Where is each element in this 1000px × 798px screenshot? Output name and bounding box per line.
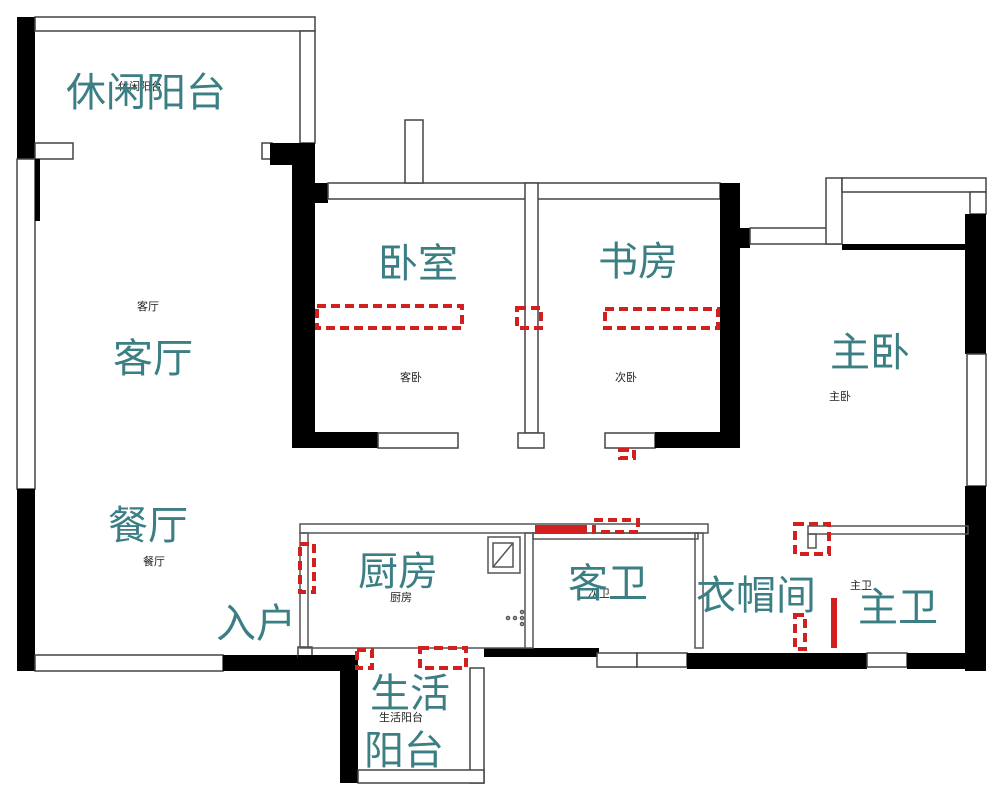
fixture-dot: [519, 621, 525, 627]
room-label-small: 次卫: [588, 586, 610, 600]
wall-segment: [292, 165, 315, 448]
room-label-small: 客厅: [137, 299, 159, 313]
balcony-railing: [34, 142, 74, 160]
room-label-study: 书房: [598, 239, 678, 285]
demolition-mark: [298, 542, 316, 594]
wall-segment: [315, 183, 328, 203]
demolition-mark: [603, 307, 720, 330]
wall-segment: [965, 214, 986, 354]
demolition-mark: [355, 648, 374, 670]
interior-wall: [807, 533, 817, 549]
wall-segment: [17, 17, 35, 159]
interior-wall: [524, 532, 534, 649]
room-label-cloakroom: 衣帽间: [696, 573, 816, 619]
window: [596, 652, 638, 668]
demolition-mark: [515, 306, 543, 330]
wall-segment: [740, 228, 750, 248]
interior-walls: [299, 523, 969, 649]
partition-wall: [517, 432, 545, 449]
room-label-entrance: 入户: [216, 601, 296, 647]
room-label-small: 餐厅: [143, 554, 165, 568]
wall-segment: [687, 653, 867, 669]
wall-segment: [315, 432, 378, 448]
room-label-guest-bathroom: 客卫: [568, 561, 648, 607]
window: [34, 654, 224, 672]
interior-wall: [299, 523, 709, 534]
wall-segment: [484, 648, 599, 657]
new-wall-mark: [535, 525, 587, 534]
wall-segment: [655, 432, 740, 448]
room-labels: 休闲阳台 客厅 餐厅 卧室 书房 主卧 厨房 客卫 衣帽间 主卫 入户 生活 阳…: [66, 70, 938, 774]
balcony-railing: [34, 16, 316, 32]
balcony-railing: [825, 177, 843, 245]
room-label-small: 厨房: [390, 591, 412, 604]
walls: [16, 16, 987, 784]
sink: [487, 536, 521, 574]
balcony-railing: [841, 177, 987, 193]
new-wall-mark: [831, 598, 837, 648]
door-leaf: [604, 432, 656, 449]
room-label-small: 主卫: [850, 579, 872, 592]
room-label-dining-room: 餐厅: [108, 503, 188, 549]
door-leaf: [377, 432, 459, 449]
interior-wall: [694, 532, 704, 649]
fixture-dot: [505, 615, 511, 621]
vent: [404, 119, 424, 184]
demolition-mark: [315, 304, 464, 330]
demolition-marks: [298, 304, 837, 670]
balcony-railing: [469, 667, 485, 784]
room-label-bedroom: 卧室: [378, 241, 458, 287]
wall-segment: [907, 653, 986, 669]
interior-wall: [807, 525, 969, 535]
fixture-dot: [512, 615, 518, 621]
room-label-master-bathroom: 主卫: [858, 585, 938, 631]
fixture-dot: [519, 615, 525, 621]
demolition-mark: [418, 646, 468, 670]
window: [866, 652, 908, 668]
wall-segment: [223, 655, 298, 671]
fixture-dot: [519, 609, 525, 615]
window: [327, 182, 721, 200]
room-label-small: 生活阳台: [379, 710, 423, 724]
room-label-service-balcony: 阳台: [364, 728, 444, 774]
room-label-small: 休闲阳台: [118, 79, 162, 93]
window: [966, 353, 987, 487]
balcony-railing: [299, 30, 316, 144]
wall-segment: [298, 655, 348, 671]
room-label-master-bedroom: 主卧: [830, 330, 910, 376]
wall-segment: [270, 143, 315, 165]
sink-basin: [492, 542, 514, 568]
demolition-mark: [793, 613, 807, 651]
wall-segment: [720, 183, 740, 445]
room-label-leisure-balcony: 休闲阳台: [66, 70, 226, 116]
wall-segment: [842, 244, 972, 250]
wall-segment: [965, 486, 986, 671]
sink-basin: [492, 542, 514, 568]
wall-segment: [17, 489, 35, 671]
balcony-railing: [357, 769, 485, 784]
window: [16, 158, 36, 490]
wall-segment: [35, 159, 40, 221]
room-label-living-room: 客厅: [113, 336, 193, 382]
wall-segment: [340, 655, 358, 783]
room-label-service-balcony: 生活: [370, 671, 450, 717]
demolition-mark: [618, 448, 636, 460]
room-label-kitchen: 厨房: [358, 549, 438, 595]
demolition-mark: [592, 518, 640, 534]
balcony-railing: [969, 191, 987, 215]
demolition-mark: [793, 522, 831, 556]
small-labels: 休闲阳台 客厅 餐厅 客卧 次卧 主卧 厨房 次卫 主卫 生活阳台: [118, 79, 872, 724]
room-label-small: 次卧: [615, 370, 637, 384]
window: [636, 652, 688, 668]
room-label-small: 客卧: [400, 370, 422, 384]
room-label-small: 主卧: [829, 390, 851, 403]
